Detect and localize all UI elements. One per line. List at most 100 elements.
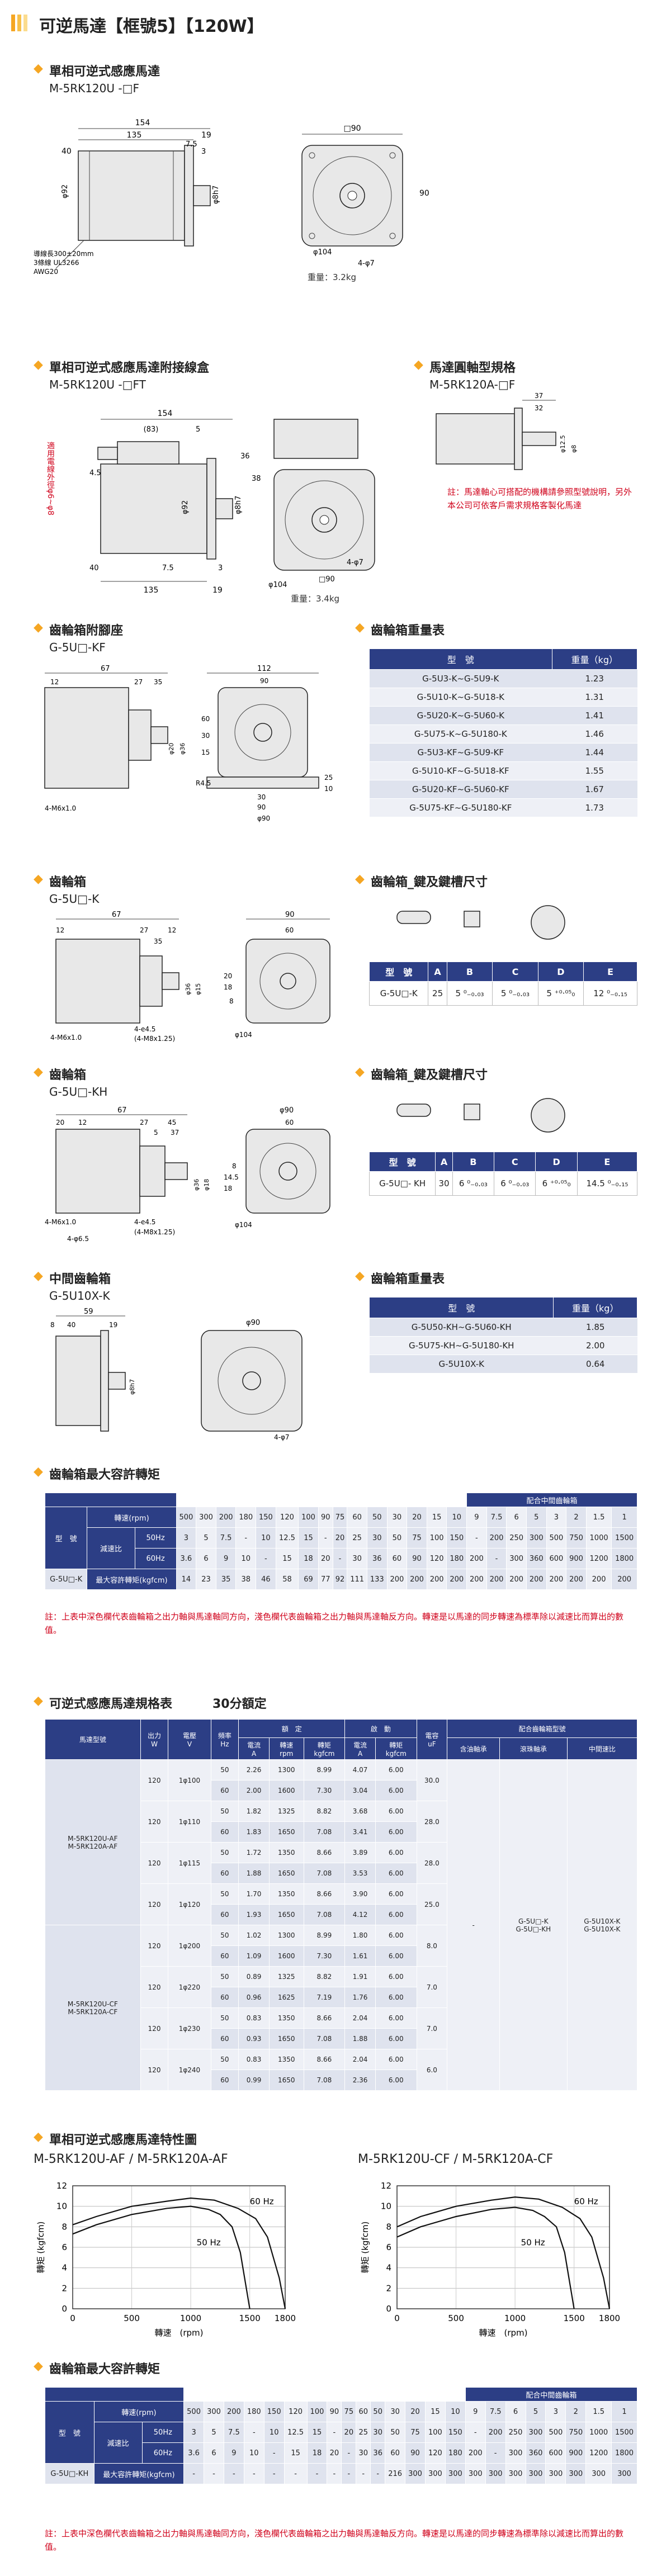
key-table-header: C [492, 962, 538, 982]
max-torque-label: 最大容許轉矩(kgfcm) [87, 1569, 177, 1590]
spec-subheader: 轉矩 kgfcm [375, 1737, 417, 1760]
torque-cell: 38 [235, 1569, 257, 1590]
spec-cell: 1.91 [344, 1966, 376, 1987]
dim-4-m6: 4-M6x1.0 [45, 804, 76, 812]
ratio60-cell: 200 [465, 2442, 486, 2464]
diamond-bullet-icon: ◆ [355, 621, 365, 634]
spec-cell: 1350 [268, 1842, 304, 1863]
cell: G-5U75-KF~G-5U180-KF [369, 798, 552, 817]
key-table-header: E [583, 962, 637, 982]
box-heading: 單相可逆式感應馬達附接線盒 [49, 361, 210, 375]
rpm-cell: 50 [370, 2401, 386, 2422]
dim-12: 12 [78, 1119, 87, 1126]
spec-cell: 1650 [268, 1821, 304, 1843]
diamond-bullet-icon: ◆ [355, 872, 365, 886]
dim-60: 60 [285, 1119, 294, 1126]
dim-135: 135 [127, 131, 142, 140]
rpm-cell: 9 [465, 2401, 486, 2422]
spec-cell: 50 [210, 2007, 239, 2029]
rpm-cell: 3 [546, 1507, 567, 1528]
spec-cell: 3.68 [344, 1801, 376, 1822]
dim-4-e4-5: 4-e4.5 [134, 1218, 155, 1226]
rpm-cell: 7.5 [486, 1507, 507, 1528]
ratio50-cell: 150 [445, 2422, 466, 2443]
x-tick-label: 1000 [504, 2313, 526, 2323]
ratio50-cell: 20 [341, 2422, 357, 2443]
torque-cell: 200 [486, 1569, 507, 1590]
mount-model: G-5U□-KF [49, 641, 106, 654]
key-table-2: 型 號 A B C D E G-5U□- KH 30 6 ⁰₋₀.₀₃ 6 ⁰₋… [368, 1152, 638, 1196]
spec-cell: 1325 [268, 1801, 304, 1822]
dim-37: 37 [171, 1129, 179, 1137]
spec-cell: 1.93 [238, 1904, 270, 1925]
char-left-title: M-5RK120U-AF / M-5RK120A-AF [34, 2152, 228, 2166]
spec-header: 額 定 [238, 1719, 346, 1738]
gear-model: G-5U□-K [44, 1569, 88, 1590]
spec-header: 電容 uF [416, 1719, 448, 1760]
spec-cell: 3.41 [344, 1821, 376, 1843]
torque-cell: 200 [546, 1569, 567, 1590]
ratio60-cell: - [332, 1548, 348, 1569]
spec-header: 頻率 Hz [210, 1719, 239, 1760]
rpm-cell: 1.5 [585, 2401, 612, 2422]
cell: G-5U10-KF~G-5U18-KF [369, 761, 552, 780]
spec-cell: 1350 [268, 2007, 304, 2029]
ratio50-cell: 200 [485, 2422, 506, 2443]
torque-cell: - [306, 2463, 328, 2484]
cell: 30 [435, 1171, 453, 1196]
ratio60-cell: - [485, 2442, 506, 2464]
ratio50-cell: 500 [546, 1527, 567, 1549]
diamond-bullet-icon: ◆ [34, 872, 43, 886]
gearK-model: G-5U□-K [49, 892, 100, 906]
dim-27: 27 [140, 926, 148, 934]
diamond-bullet-icon: ◆ [34, 621, 43, 634]
spec-subheader: 電流 A [344, 1737, 376, 1760]
torque-cell: 300 [585, 2463, 612, 2484]
ratio60-cell: 300 [506, 1548, 527, 1569]
key-table-header: A [435, 1152, 453, 1172]
spec-cell: 6.00 [375, 1863, 417, 1884]
ratio50-cell: 100 [426, 1527, 447, 1549]
cell: 25 [428, 981, 447, 1006]
dim-18: 18 [224, 1185, 232, 1192]
dim-4-phi7: 4-φ7 [358, 259, 375, 268]
dim-r4-5: R4.5 [196, 779, 211, 787]
ratio50-cell: 15 [306, 2422, 328, 2443]
ratio60-cell: 6 [196, 1548, 216, 1569]
ratio50-cell: 75 [407, 1527, 427, 1549]
key-table-header: E [577, 1152, 638, 1172]
spec-cell: 7.08 [303, 1904, 346, 1925]
cell: G-5U10-K~G-5U18-K [369, 688, 552, 707]
rpm-cell: 150 [256, 1507, 276, 1528]
torque-cell: 300 [565, 2463, 587, 2484]
spec-cell: 1φ220 [168, 1966, 211, 2008]
torque-cell: 200 [426, 1569, 447, 1590]
torque-cell: 133 [366, 1569, 388, 1590]
motor-flange [184, 145, 194, 247]
torque-cell: 200 [506, 1569, 527, 1590]
dim-67: 67 [117, 1107, 127, 1115]
y-tick-label: 6 [62, 2242, 67, 2252]
ratio50-cell: 30 [366, 1527, 388, 1549]
cell: 1.55 [552, 761, 637, 780]
dim-phi20: φ20 [168, 743, 175, 755]
ratio50-cell: 20 [332, 1527, 348, 1549]
dim-sq90: □90 [343, 124, 361, 133]
plot-frame [396, 2185, 610, 2309]
spec-cell: 7.30 [303, 1780, 346, 1801]
spec-cell: 8.0 [416, 1925, 448, 1967]
dim-27: 27 [134, 678, 143, 686]
key-table-header: 型 號 [368, 962, 429, 982]
cell: 5 ⁺⁰·⁰⁵₀ [537, 981, 584, 1006]
rpm-cell: 120 [275, 1507, 299, 1528]
dim-4-m6: 4-M6x1.0 [45, 1218, 76, 1226]
spec-cell: 8.66 [303, 2049, 346, 2070]
ratio50-cell: 750 [566, 1527, 587, 1549]
cell: 5 ⁰₋₀.₀₃ [492, 981, 538, 1006]
